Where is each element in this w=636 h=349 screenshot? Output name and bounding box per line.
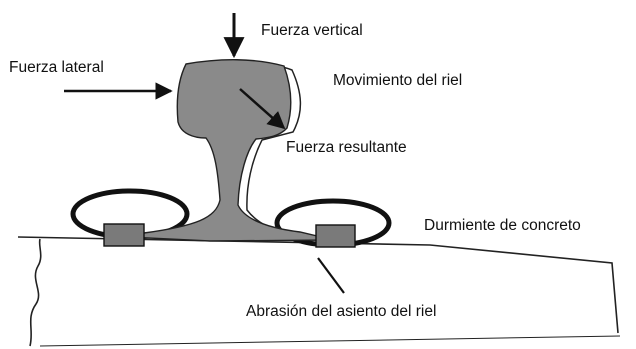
concrete-sleeper <box>17 236 619 347</box>
resultant-force-label: Fuerza resultante <box>286 139 407 156</box>
resultant-force-arrow <box>239 88 286 130</box>
rail-seat-abrasion-label: Abrasión del asiento del riel <box>246 303 436 320</box>
left-rail-pad <box>103 223 145 247</box>
abrasion-pointer <box>317 257 345 294</box>
sleeper-bottom-edge <box>39 335 621 347</box>
lateral-force-label: Fuerza lateral <box>9 59 104 76</box>
vertical-force-label: Fuerza vertical <box>261 22 363 39</box>
rail-movement-label: Movimiento del riel <box>333 72 462 89</box>
right-rail-pad <box>315 224 356 248</box>
rail-section <box>107 59 335 242</box>
concrete-sleeper-label: Durmiente de concreto <box>424 217 581 234</box>
